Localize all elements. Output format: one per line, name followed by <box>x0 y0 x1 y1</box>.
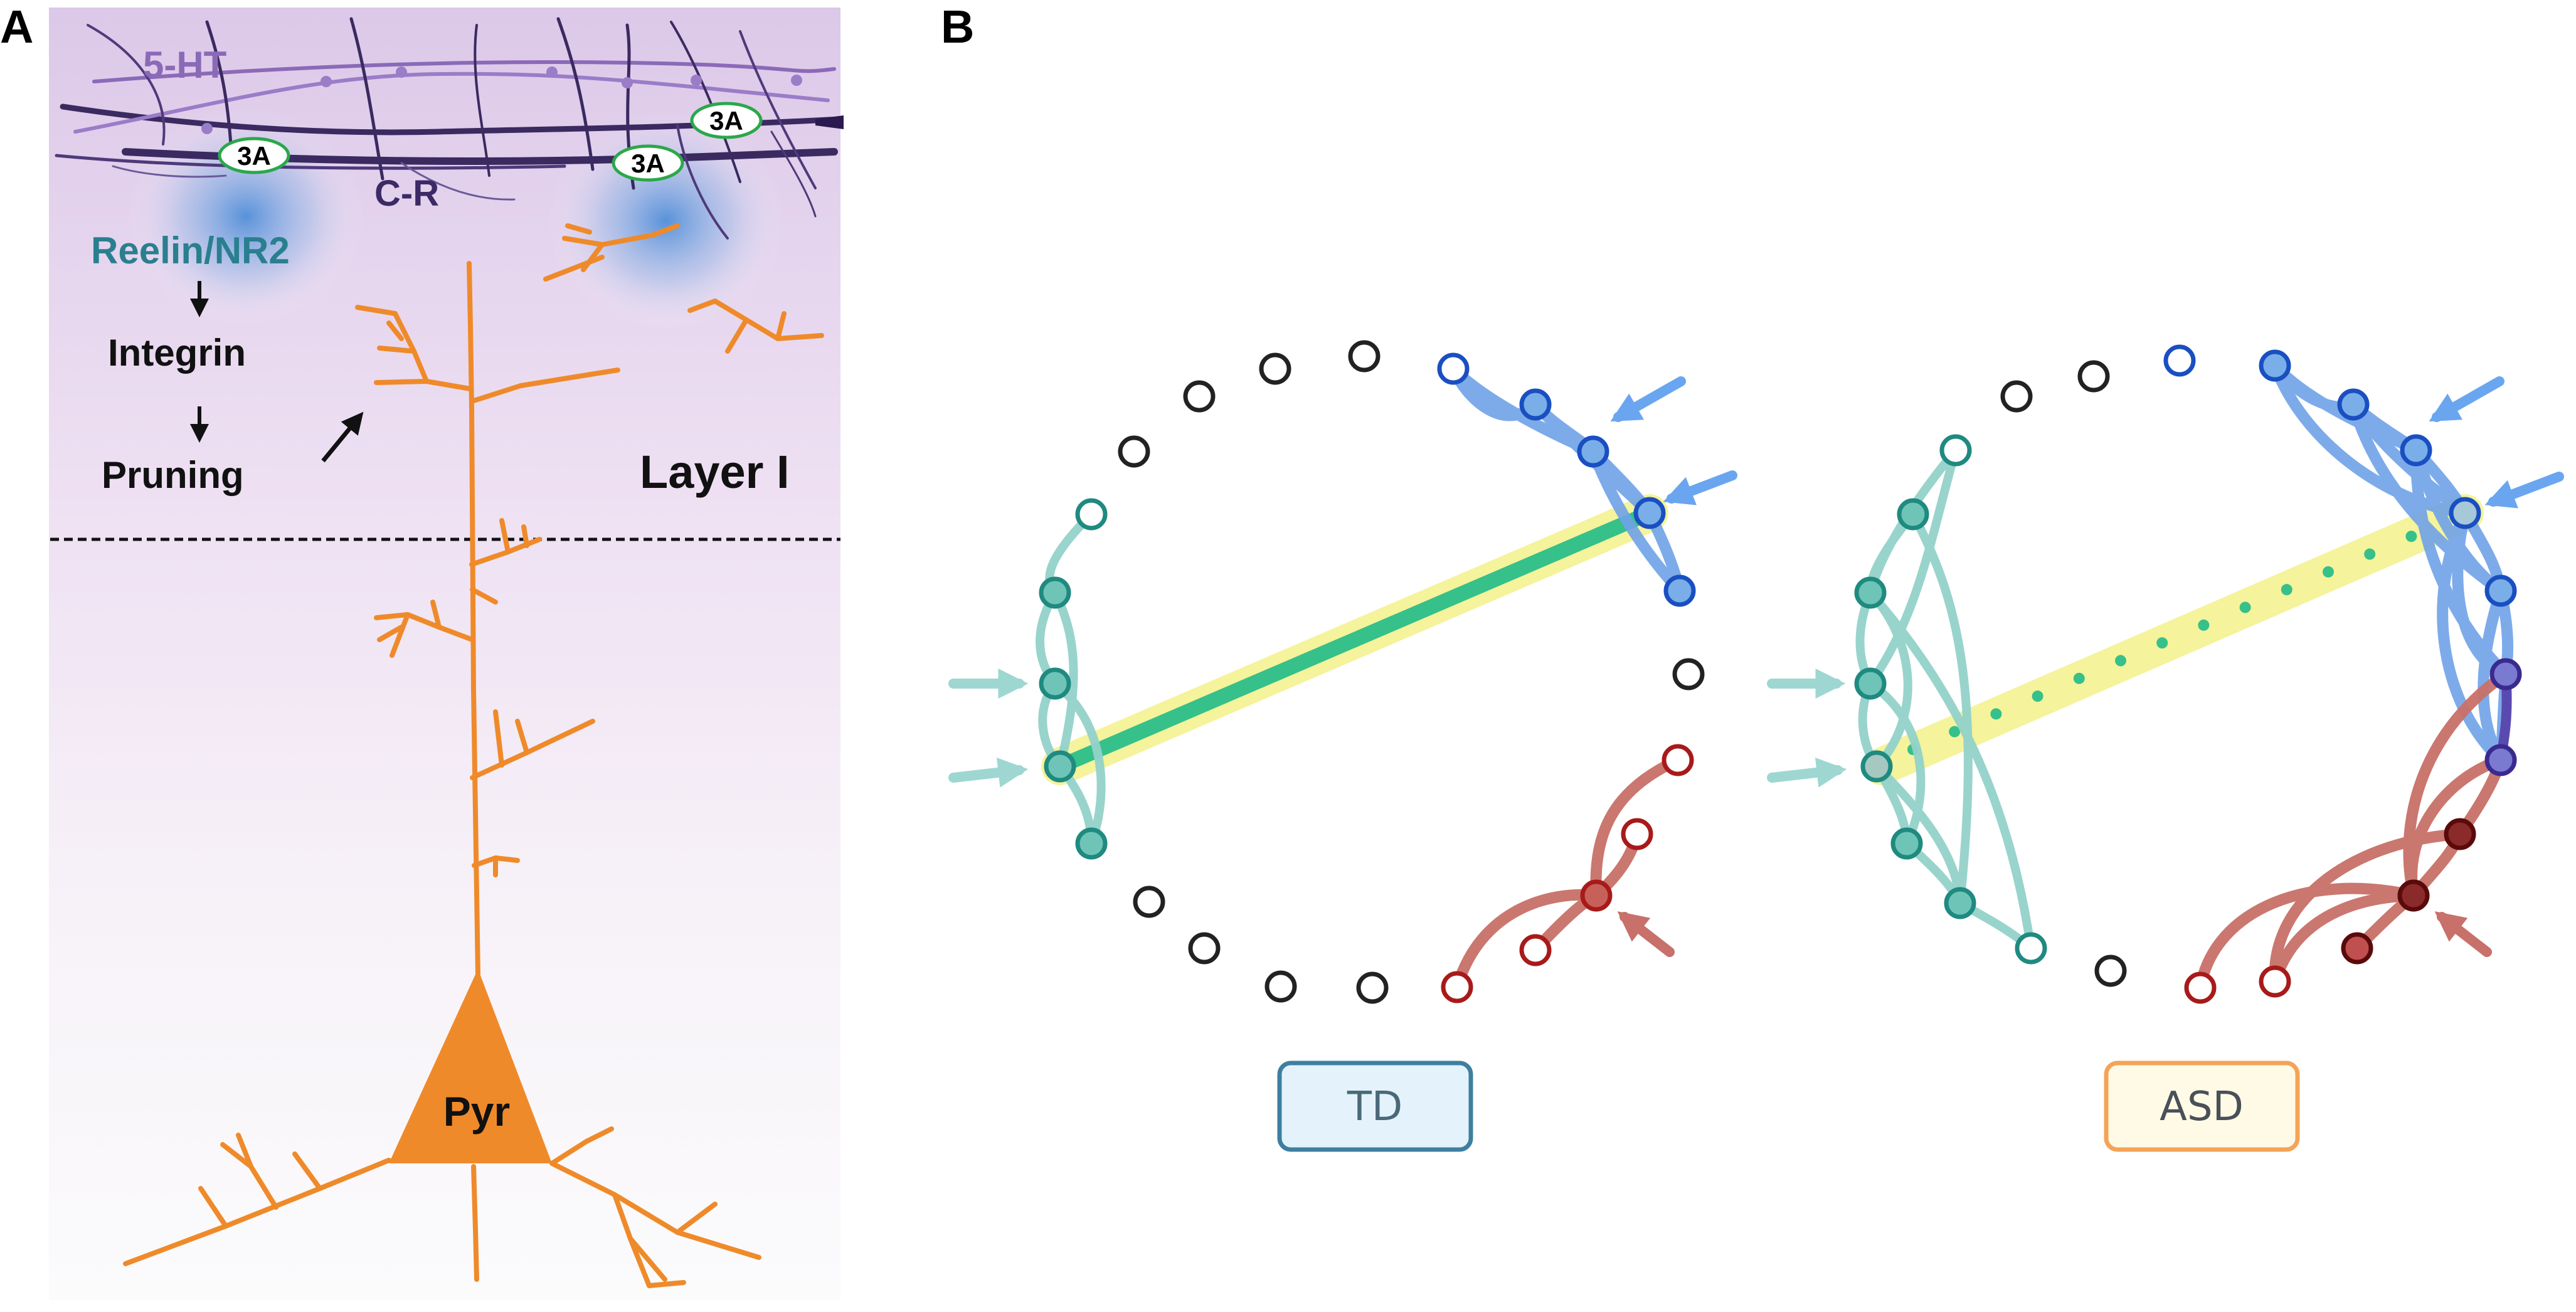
asd-label: ASD <box>2160 1084 2244 1130</box>
arrow-icon <box>2484 472 2564 509</box>
svg-text:3A: 3A <box>709 106 743 135</box>
asd-nodes-red-open <box>2184 965 2291 1004</box>
td-nodes-teal <box>1039 498 1108 860</box>
asd-nodes-teal <box>1854 434 2047 965</box>
svg-text:3A: 3A <box>237 141 271 171</box>
cr-axon-terminal <box>815 115 844 129</box>
receptor-3a-left: 3A <box>218 137 290 174</box>
arrow-icon <box>948 757 1029 788</box>
td-label-box <box>1277 1061 1473 1152</box>
label-integrin: Integrin <box>108 332 246 374</box>
label-cr: C-R <box>374 173 439 214</box>
label-reelin-nr2: Reelin/NR2 <box>91 230 290 272</box>
label-pyr: Pyr <box>443 1088 510 1135</box>
asd-nodes-red <box>2341 818 2476 965</box>
asd-nodes-black <box>2000 360 2127 987</box>
td-longrange-connection <box>1052 505 1657 774</box>
asd-network: ASD <box>1767 344 2564 1152</box>
td-red-edges <box>1451 754 1683 993</box>
td-nodes-red <box>1441 744 1694 1003</box>
arrow-icon <box>321 411 364 463</box>
td-nodes-blue <box>1437 352 1696 607</box>
td-network: TD <box>948 340 1737 1152</box>
arrow-icon <box>2429 376 2504 422</box>
panel-b-letter: B <box>941 1 974 53</box>
label-5ht: 5-HT <box>143 44 226 86</box>
pyramidal-neuron <box>123 223 824 1288</box>
svg-text:3A: 3A <box>631 149 665 178</box>
asd-nodes-purple <box>2484 658 2522 776</box>
reelin-glow-right <box>547 111 785 331</box>
panel-a: A 5-HT <box>0 1 844 1299</box>
panel-a-letter: A <box>0 1 33 53</box>
arrow-icon <box>1617 911 1675 957</box>
label-pruning: Pruning <box>102 454 244 496</box>
pyramidal-soma <box>389 969 552 1163</box>
label-layer-i: Layer I <box>640 446 790 498</box>
td-label: TD <box>1347 1084 1402 1130</box>
arrow-icon <box>2434 911 2492 957</box>
arrow-icon <box>1663 470 1737 505</box>
td-nodes-black <box>1118 340 1705 1004</box>
arrow-icon <box>1610 376 1686 422</box>
panel-b: B <box>941 1 2564 1152</box>
asd-label-box <box>2104 1061 2300 1152</box>
asd-nodes-blue <box>2163 344 2517 607</box>
varicosities <box>201 66 802 134</box>
arrow-icon <box>1767 757 1847 788</box>
asd-longrange-connection <box>1907 521 2439 755</box>
receptor-3a-right: 3A <box>690 102 763 139</box>
receptor-3a-middle: 3A <box>612 144 684 182</box>
